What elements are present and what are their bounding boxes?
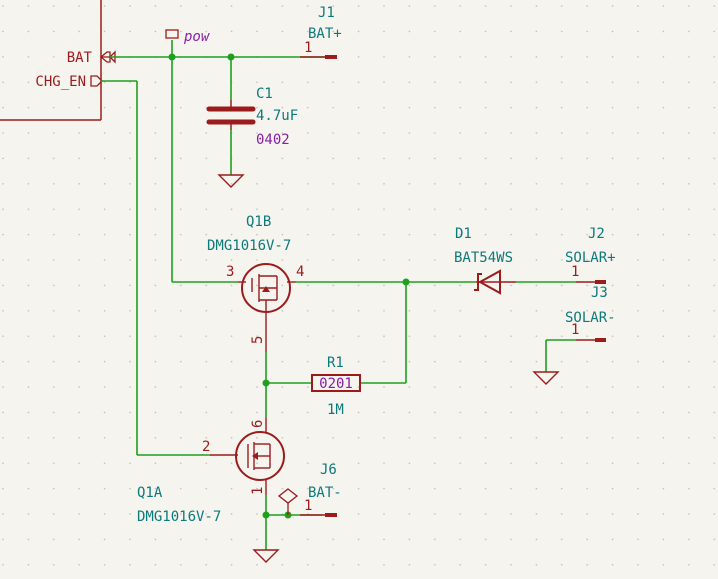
j6-pin-number: 1 [304,498,312,514]
c1-value: 4.7uF [256,108,298,124]
j2-reference: J2 [588,226,605,242]
c1-reference: C1 [256,86,273,102]
connector-j1[interactable]: 1 J1 BAT+ [300,5,342,59]
junction-dot [262,379,270,387]
r1-reference: R1 [327,355,344,371]
j2-value: SOLAR+ [565,250,616,266]
sheet-pin-bat-label: BAT [67,50,93,66]
j6-reference: J6 [320,462,337,478]
q1a-pin-drain: 6 [250,420,266,428]
q1b-pin-drain: 4 [296,264,304,280]
ground-symbol-c1 [217,174,245,188]
d1-value: BAT54WS [454,250,513,266]
power-flag-diamond[interactable] [277,488,299,515]
connector-j2[interactable]: 1 J2 SOLAR+ [565,226,616,284]
junction-dot [168,53,176,61]
junctions [168,53,410,519]
q1a-pin-source: 1 [250,487,266,495]
sheet-pin-bat[interactable]: BAT [67,50,116,66]
sheet-pin-chg-en[interactable]: CHG_EN [35,74,103,90]
q1b-pin-source: 5 [250,336,266,344]
pow-flag-label: pow [183,29,210,45]
r1-footprint: 0201 [319,376,353,392]
c1-footprint: 0402 [256,132,290,148]
d1-reference: D1 [455,226,472,242]
q1b-pin-gate: 3 [226,264,234,280]
q1a-pin-gate: 2 [202,439,210,455]
sheet-pin-chg-en-label: CHG_EN [35,74,86,90]
q1a-reference: Q1A [137,485,163,501]
j3-pin-number: 1 [571,322,579,338]
resistor-r1[interactable]: 0201 R1 1M [311,355,361,418]
pow-power-flag[interactable]: pow [165,29,210,45]
ground-symbol-j3 [532,371,560,385]
j3-value: SOLAR- [565,310,616,326]
j2-pin-number: 1 [571,264,579,280]
capacitor-c1[interactable]: C1 4.7uF 0402 [206,86,298,148]
mosfet-q1a[interactable]: 2 6 1 Q1A DMG1016V-7 [137,418,285,525]
q1b-value: DMG1016V-7 [207,238,291,254]
mosfet-q1b[interactable]: 3 4 5 Q1B DMG1016V-7 [207,214,304,352]
junction-dot [227,53,235,61]
diode-d1[interactable]: D1 BAT54WS [454,226,516,295]
connector-j6[interactable]: 1 J6 BAT- [300,462,342,517]
hierarchical-sheet-block[interactable] [0,0,102,121]
r1-value: 1M [327,402,344,418]
j3-reference: J3 [591,285,608,301]
q1a-value: DMG1016V-7 [137,509,221,525]
q1b-reference: Q1B [246,214,271,230]
j1-value: BAT+ [308,26,342,42]
ground-symbol-q1a [252,549,280,563]
j1-pin-number: 1 [304,40,312,56]
j1-reference: J1 [318,5,335,21]
connector-j3[interactable]: 1 J3 SOLAR- [565,285,616,342]
junction-dot [402,278,410,286]
wires [101,40,576,550]
junction-dot [262,511,270,519]
j6-value: BAT- [308,485,342,501]
